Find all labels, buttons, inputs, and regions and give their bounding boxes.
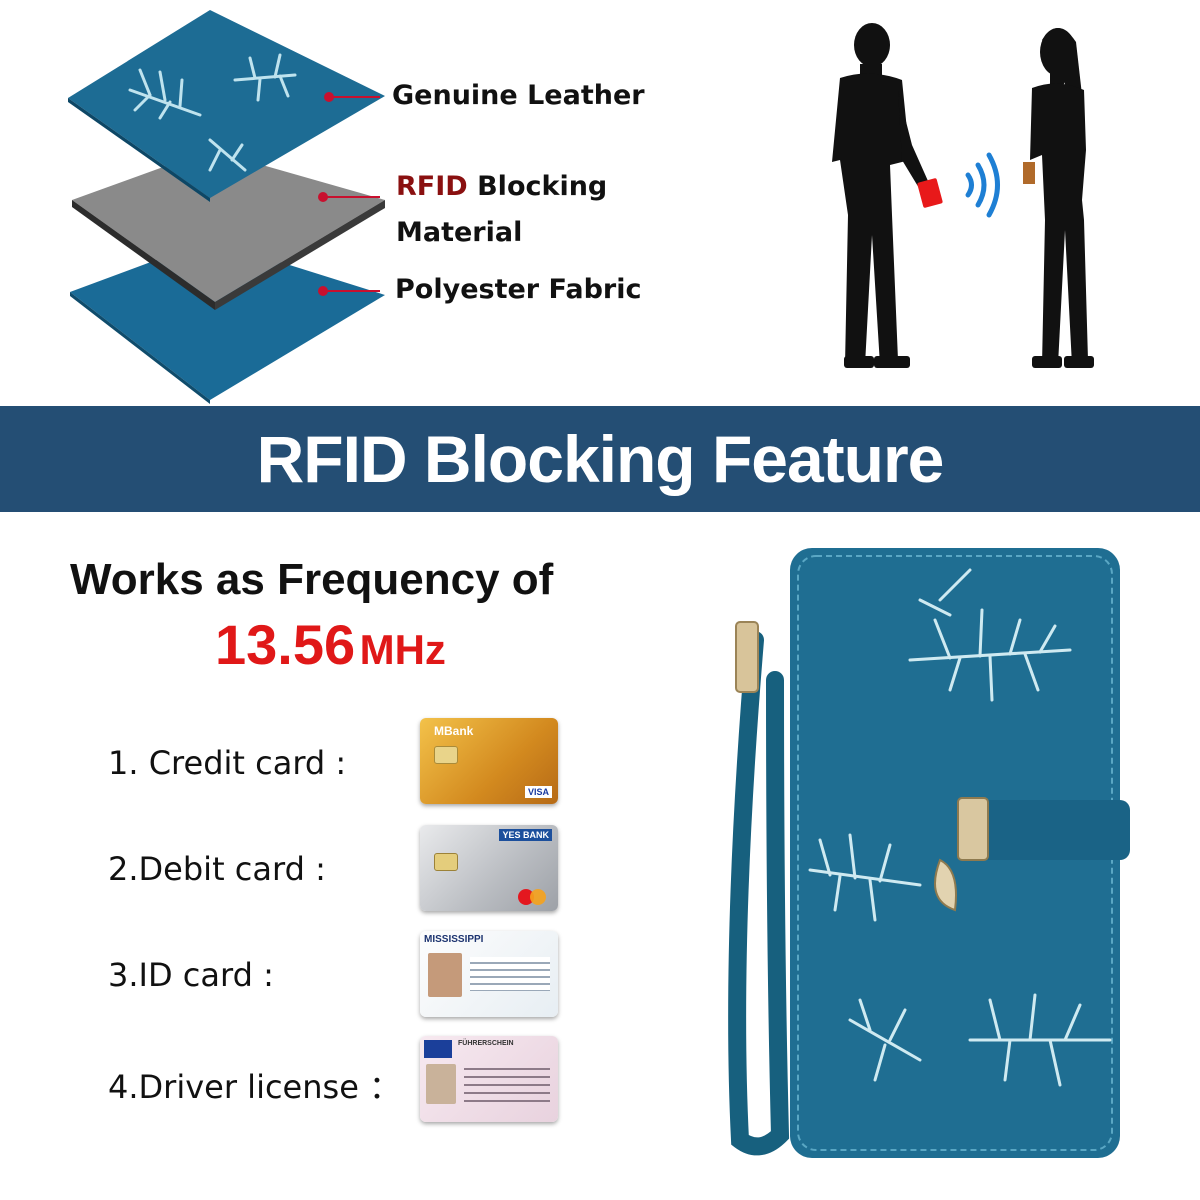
closure-tab xyxy=(970,800,1130,860)
frequency-value: 13.56 MHz xyxy=(215,612,446,677)
rfid-connector-line xyxy=(324,196,380,198)
frequency-number: 13.56 xyxy=(215,613,356,676)
rfid-skimming-scene xyxy=(832,23,1094,368)
debit-card-brand: YES BANK xyxy=(499,829,552,841)
wallet-product-image xyxy=(728,548,1130,1158)
banner-title: RFID Blocking Feature xyxy=(256,422,945,496)
eu-flag-icon xyxy=(424,1040,452,1058)
wireless-signal-icon xyxy=(965,152,1000,218)
id-card-icon: MISSISSIPPI xyxy=(420,931,558,1017)
material-word: Material xyxy=(396,217,523,248)
strap-clasp-icon xyxy=(735,621,759,693)
polyester-pointer-dot xyxy=(318,286,328,296)
credit-card-brand: MBank xyxy=(434,724,474,738)
chip-icon xyxy=(434,746,458,764)
polyester-fabric-label: Polyester Fabric xyxy=(395,274,642,305)
polyester-connector-line xyxy=(324,290,380,292)
credit-card-logo: VISA xyxy=(524,786,552,798)
leather-pointer-dot xyxy=(324,92,334,102)
blocking-word: Blocking xyxy=(467,171,608,202)
card-label-driver-license: 4.Driver license ： xyxy=(108,1068,402,1106)
wrist-strap xyxy=(728,631,790,1156)
wallet-body xyxy=(790,548,1120,1158)
woman-handbag-icon xyxy=(1023,162,1035,184)
credit-card-icon: MBank VISA xyxy=(420,718,558,804)
held-card-icon xyxy=(917,178,943,208)
genuine-leather-label: Genuine Leather xyxy=(392,80,645,111)
debit-card-icon: YES BANK xyxy=(420,825,558,911)
id-text-lines xyxy=(470,957,550,991)
feature-banner: RFID Blocking Feature xyxy=(0,406,1200,512)
card-label-debit: 2.Debit card : xyxy=(108,850,326,888)
id-card-state: MISSISSIPPI xyxy=(424,934,484,945)
card-label-credit: 1. Credit card : xyxy=(108,744,347,782)
id-photo-icon xyxy=(428,953,462,997)
genuine-leather-layer xyxy=(68,10,385,202)
leaf-print-pattern xyxy=(808,568,1112,1087)
rfid-blocking-layer xyxy=(72,150,385,310)
mastercard-logo-icon xyxy=(518,889,548,905)
rfid-highlight: RFID xyxy=(396,171,468,202)
woman-silhouette-icon xyxy=(1030,27,1094,368)
closure-buckle-icon xyxy=(957,797,989,861)
rfid-pointer-dot xyxy=(318,192,328,202)
card-label-id: 3.ID card : xyxy=(108,956,274,994)
license-text-lines xyxy=(464,1062,550,1102)
leather-connector-line xyxy=(330,96,380,98)
rfid-blocking-material-label: RFID Blocking Material xyxy=(396,164,607,256)
license-photo-icon xyxy=(426,1064,456,1104)
frequency-unit: MHz xyxy=(359,626,446,673)
driver-license-icon: FÜHRERSCHEIN xyxy=(420,1036,558,1122)
license-title: FÜHRERSCHEIN xyxy=(458,1040,514,1047)
polyester-fabric-layer xyxy=(70,240,385,404)
leaf-charm-icon xyxy=(934,858,957,912)
frequency-heading: Works as Frequency of xyxy=(70,555,554,604)
man-silhouette-icon xyxy=(832,23,932,368)
layer-stack-illustration xyxy=(68,10,385,404)
chip-icon xyxy=(434,853,458,871)
